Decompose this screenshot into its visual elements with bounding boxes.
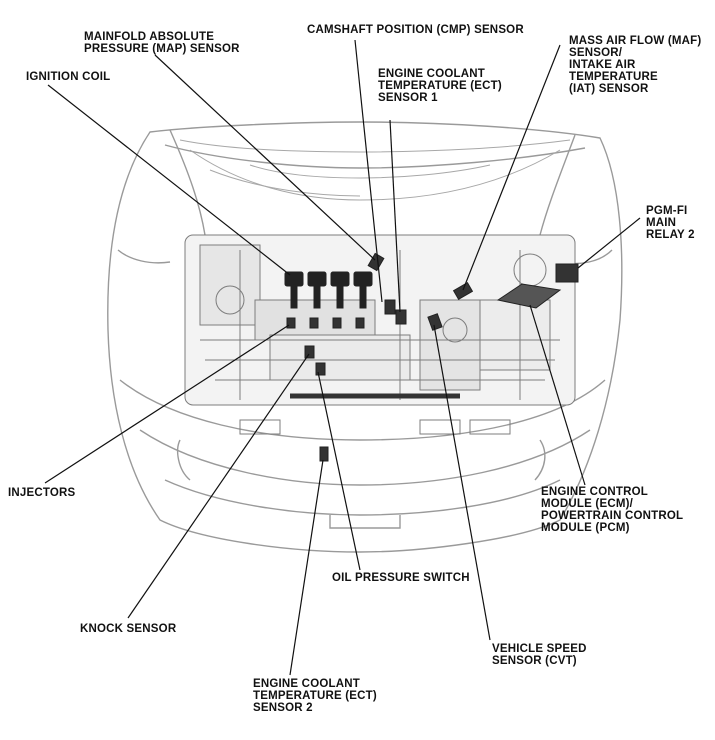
label-line: (IAT) SENSOR <box>569 83 649 95</box>
label-line: KNOCK SENSOR <box>80 623 177 635</box>
label-line: RELAY 2 <box>646 229 695 241</box>
label-ecm-pcm: ENGINE CONTROL MODULE (ECM)/ POWERTRAIN … <box>541 486 683 534</box>
label-line: MAINFOLD ABSOLUTE <box>84 31 215 43</box>
label-ect-sensor-2: ENGINE COOLANT TEMPERATURE (ECT) SENSOR … <box>253 678 377 714</box>
label-line: POWERTRAIN CONTROL <box>541 510 684 522</box>
label-line: MAIN <box>646 217 677 229</box>
label-line: PRESSURE (MAP) SENSOR <box>84 43 240 55</box>
hood-panel <box>179 139 571 201</box>
sensor-components <box>304 252 579 462</box>
label-line: INTAKE AIR <box>569 59 636 71</box>
label-ect-sensor-1: ENGINE COOLANT TEMPERATURE (ECT) SENSOR … <box>378 68 502 104</box>
label-line: SENSOR/ <box>569 47 623 59</box>
label-pgm-fi-relay: PGM-FI MAIN RELAY 2 <box>646 205 695 241</box>
label-line: VEHICLE SPEED <box>492 643 587 655</box>
label-line: TEMPERATURE <box>569 71 658 83</box>
label-line: MASS AIR FLOW (MAF) <box>569 35 702 47</box>
label-line: SENSOR 1 <box>378 92 438 104</box>
vehicle-body-outline <box>107 121 623 553</box>
label-maf-sensor: MASS AIR FLOW (MAF) SENSOR/ INTAKE AIR T… <box>569 35 701 95</box>
label-ignition-coil: IGNITION COIL <box>26 71 110 83</box>
label-line: MODULE (ECM)/ <box>541 498 634 510</box>
leader-lines <box>44 39 641 676</box>
label-oil-pressure-switch: OIL PRESSURE SWITCH <box>332 572 470 584</box>
label-line: ENGINE COOLANT <box>378 68 485 80</box>
label-line: CAMSHAFT POSITION (CMP) SENSOR <box>307 24 524 36</box>
label-line: INJECTORS <box>8 487 76 499</box>
ignition-coils <box>284 271 373 309</box>
label-line: TEMPERATURE (ECT) <box>253 690 377 702</box>
label-vss: VEHICLE SPEED SENSOR (CVT) <box>492 643 587 667</box>
label-line: IGNITION COIL <box>26 71 111 83</box>
label-line: SENSOR 2 <box>253 702 313 714</box>
label-line: SENSOR (CVT) <box>492 655 577 667</box>
label-line: TEMPERATURE (ECT) <box>378 80 502 92</box>
label-line: ENGINE COOLANT <box>253 678 360 690</box>
label-line: MODULE (PCM) <box>541 522 630 534</box>
label-injectors: INJECTORS <box>8 487 75 499</box>
label-map-sensor: MAINFOLD ABSOLUTE PRESSURE (MAP) SENSOR <box>84 31 240 55</box>
label-cmp-sensor: CAMSHAFT POSITION (CMP) SENSOR <box>307 24 524 36</box>
injectors-components <box>286 317 365 329</box>
label-knock-sensor: KNOCK SENSOR <box>80 623 176 635</box>
label-line: ENGINE CONTROL <box>541 486 648 498</box>
label-line: OIL PRESSURE SWITCH <box>332 572 470 584</box>
label-line: PGM-FI <box>646 205 688 217</box>
